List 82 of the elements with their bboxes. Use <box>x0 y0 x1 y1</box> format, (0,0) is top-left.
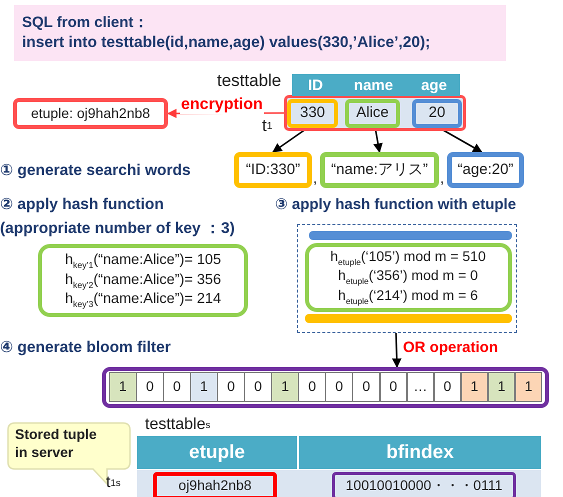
node-text: 0 <box>227 378 235 396</box>
step-heading: ④ generate bloom filter <box>0 338 171 357</box>
dashed-group-box <box>297 224 517 333</box>
column-header: bfindex <box>299 436 541 469</box>
step-note: (appropriate number of key ：3) <box>0 219 235 239</box>
bloom-filter-box <box>102 367 549 408</box>
bit-cell <box>244 372 272 402</box>
table-name: testtable <box>217 71 282 91</box>
node-text: 1 <box>200 378 208 396</box>
bit-cell <box>460 372 488 402</box>
arrow <box>392 332 402 368</box>
edge-label: OR operation <box>402 339 500 356</box>
step-heading: ② apply hash function <box>0 195 164 214</box>
node-text: 0 <box>362 378 370 396</box>
hash-result-box <box>304 242 512 312</box>
formula-text: h$_{key’1}$(“name:Alice”)= 105 <box>64 250 222 271</box>
bit-cell <box>217 372 245 402</box>
step-heading: ① generate searchi words <box>0 161 191 180</box>
node-text: Stored tuple in server <box>15 426 98 461</box>
column-header: age <box>408 74 460 96</box>
bit-cell <box>514 372 542 402</box>
bit-cell <box>325 372 353 402</box>
sql-statement-box <box>14 5 506 61</box>
formula-text: h$_{key’3}$(“name:Alice”)= 214 <box>64 290 222 310</box>
bit-cell <box>271 372 299 402</box>
node-text: 330 <box>300 104 326 123</box>
node-text: 20 <box>428 104 446 123</box>
separator-comma: , <box>440 170 444 187</box>
encrypted-tuple-box <box>13 98 168 129</box>
formula-text: h$_{etuple}$(‘214’) mod m = 6 <box>338 286 478 306</box>
node-text: 1 <box>524 378 532 396</box>
column-header: ID <box>292 74 339 96</box>
speech-bubble <box>7 422 132 486</box>
tuple-row-outline <box>284 95 466 131</box>
bit-cell <box>298 372 326 402</box>
node-text: 0 <box>172 378 181 396</box>
bit-cell <box>109 372 137 402</box>
bit-cell <box>352 372 380 402</box>
value-cell <box>287 99 338 128</box>
node-text: 0 <box>146 378 154 396</box>
node-text: 10010010000・・・0111 <box>346 477 502 495</box>
node-text: 0 <box>443 378 452 396</box>
node-text: Alice <box>356 104 389 123</box>
search-word-box <box>447 152 524 188</box>
node-text: 0 <box>389 378 398 396</box>
column-header: name <box>339 74 408 96</box>
value-cell <box>345 99 400 128</box>
node-text: “age:20” <box>458 160 514 180</box>
value-cell <box>412 99 462 128</box>
node-text: etuple: oj9hah2nb8 <box>30 104 150 122</box>
bit-cell <box>190 372 218 402</box>
node-text: 1 <box>281 378 289 396</box>
column-header: etuple <box>137 436 297 469</box>
node-text: oj9hah2nb8 <box>178 477 252 495</box>
node-text: 1 <box>470 378 478 396</box>
bit-cell <box>488 372 516 402</box>
node-text: “ID:330” <box>246 160 300 180</box>
node-text: … <box>413 378 428 396</box>
sql-text: insert into testtable(id,name,age) values(330,’Alice’,20); <box>22 32 430 52</box>
search-word-box <box>234 152 312 188</box>
formula-text: h$_{etuple}$(‘105’) mod m = 510 <box>330 248 486 268</box>
node-text: 0 <box>308 378 316 396</box>
step-heading: ③ apply hash function with etuple <box>275 195 516 213</box>
bit-cell <box>136 372 164 402</box>
bit-cell <box>406 372 434 402</box>
edge-label: encryption <box>180 96 264 114</box>
separator-comma: , <box>313 170 318 187</box>
heading-text: SQL from client： <box>22 14 148 33</box>
ciphertext-cell <box>153 472 277 497</box>
hash-result-box <box>38 244 248 317</box>
node-text: 1 <box>118 378 127 396</box>
bit-cell <box>434 372 462 402</box>
bit-cell <box>163 372 191 402</box>
search-word-box <box>320 152 439 188</box>
bit-cell <box>380 372 408 402</box>
node-text: 0 <box>335 378 344 396</box>
node-text: 0 <box>254 378 262 396</box>
formula-text: h$_{etuple}$(‘356’) mod m = 0 <box>338 267 478 287</box>
bloom-index-cell <box>332 472 516 497</box>
node-text: 1 <box>498 378 506 396</box>
formula-text: h$_{key’2}$(“name:Alice”)= 356 <box>64 270 222 290</box>
node-text: “name:アリス” <box>331 160 428 180</box>
